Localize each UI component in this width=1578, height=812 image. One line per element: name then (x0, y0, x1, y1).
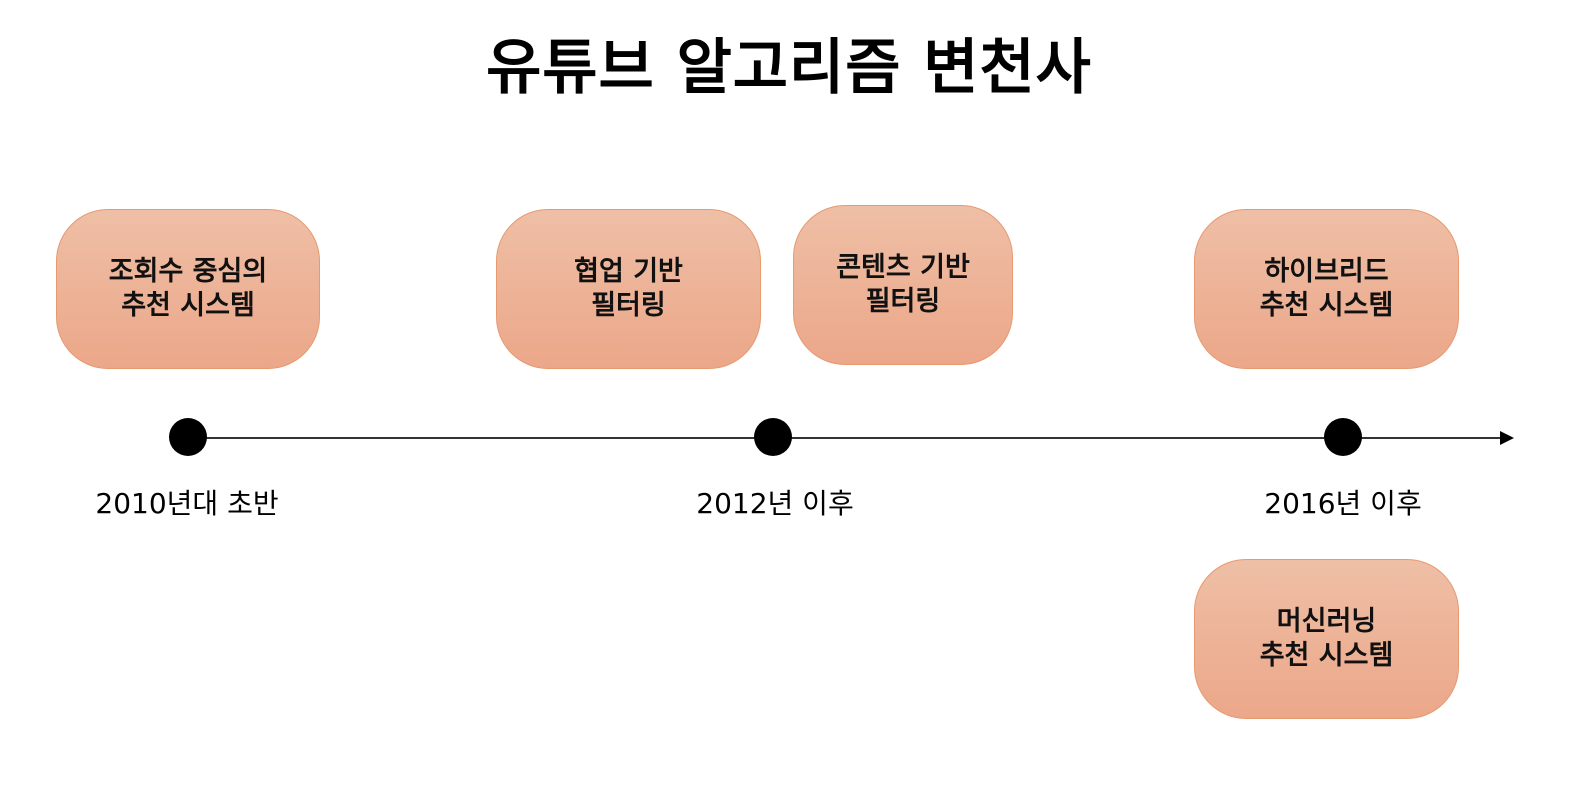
stage-box-hybrid: 하이브리드 추천 시스템 (1194, 209, 1459, 369)
stage-label: 하이브리드 추천 시스템 (1259, 256, 1394, 321)
timeline-arrow-icon (1500, 431, 1514, 445)
period-label-2012: 2012년 이후 (696, 487, 854, 520)
milestone-dot (754, 418, 792, 456)
stage-label: 조회수 중심의 추천 시스템 (108, 256, 268, 321)
period-label-2016: 2016년 이후 (1264, 487, 1422, 520)
stage-label: 머신러닝 추천 시스템 (1259, 606, 1394, 671)
timeline-line (188, 437, 1504, 439)
stage-box-machine-learning: 머신러닝 추천 시스템 (1194, 559, 1459, 719)
milestone-dot (169, 418, 207, 456)
stage-label: 협업 기반 필터링 (574, 256, 683, 321)
milestone-dot (1324, 418, 1362, 456)
page-title: 유튜브 알고리즘 변천사 (486, 33, 1092, 103)
stage-box-content-based-filtering: 콘텐츠 기반 필터링 (793, 205, 1013, 365)
stage-box-collaborative-filtering: 협업 기반 필터링 (496, 209, 761, 369)
period-label-early-2010s: 2010년대 초반 (95, 487, 279, 520)
stage-label: 콘텐츠 기반 필터링 (836, 252, 970, 317)
stage-box-view-count: 조회수 중심의 추천 시스템 (56, 209, 320, 369)
